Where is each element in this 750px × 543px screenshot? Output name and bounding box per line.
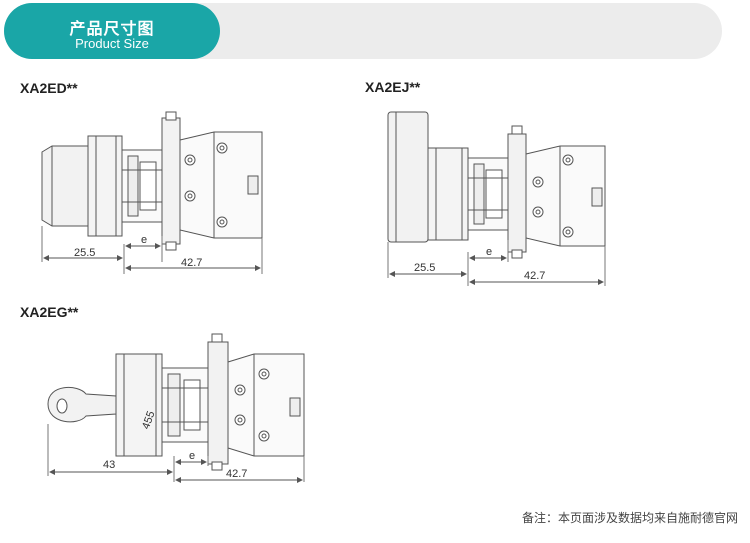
model-label-xa2ed: XA2ED** xyxy=(20,80,78,96)
dim-xa2eg-gap: e xyxy=(189,450,195,462)
dim-xa2ed-right: 42.7 xyxy=(181,257,202,269)
dim-xa2ed-left: 25.5 xyxy=(74,247,95,259)
dim-xa2ej-left: 25.5 xyxy=(414,262,435,274)
footnote: 备注：本页面涉及数据均来自施耐德官网 xyxy=(521,511,738,525)
dim-xa2ej-gap: e xyxy=(486,246,492,258)
dim-xa2ed-gap: e xyxy=(141,234,147,246)
section-header-pill: 产品尺寸图 Product Size xyxy=(4,3,220,59)
drawing-xa2ej xyxy=(387,111,606,286)
section-title: 产品尺寸图 xyxy=(69,19,155,38)
dim-xa2eg-right: 42.7 xyxy=(226,468,247,480)
drawing-xa2ed xyxy=(41,111,263,274)
drawing-xa2eg xyxy=(47,333,305,483)
model-label-xa2eg: XA2EG** xyxy=(20,304,79,320)
dim-xa2eg-left: 43 xyxy=(103,459,115,471)
section-subtitle: Product Size xyxy=(75,36,149,51)
key-marking: 455 xyxy=(140,410,158,431)
model-label-xa2ej: XA2EJ** xyxy=(365,79,421,95)
dim-xa2ej-right: 42.7 xyxy=(524,270,545,282)
